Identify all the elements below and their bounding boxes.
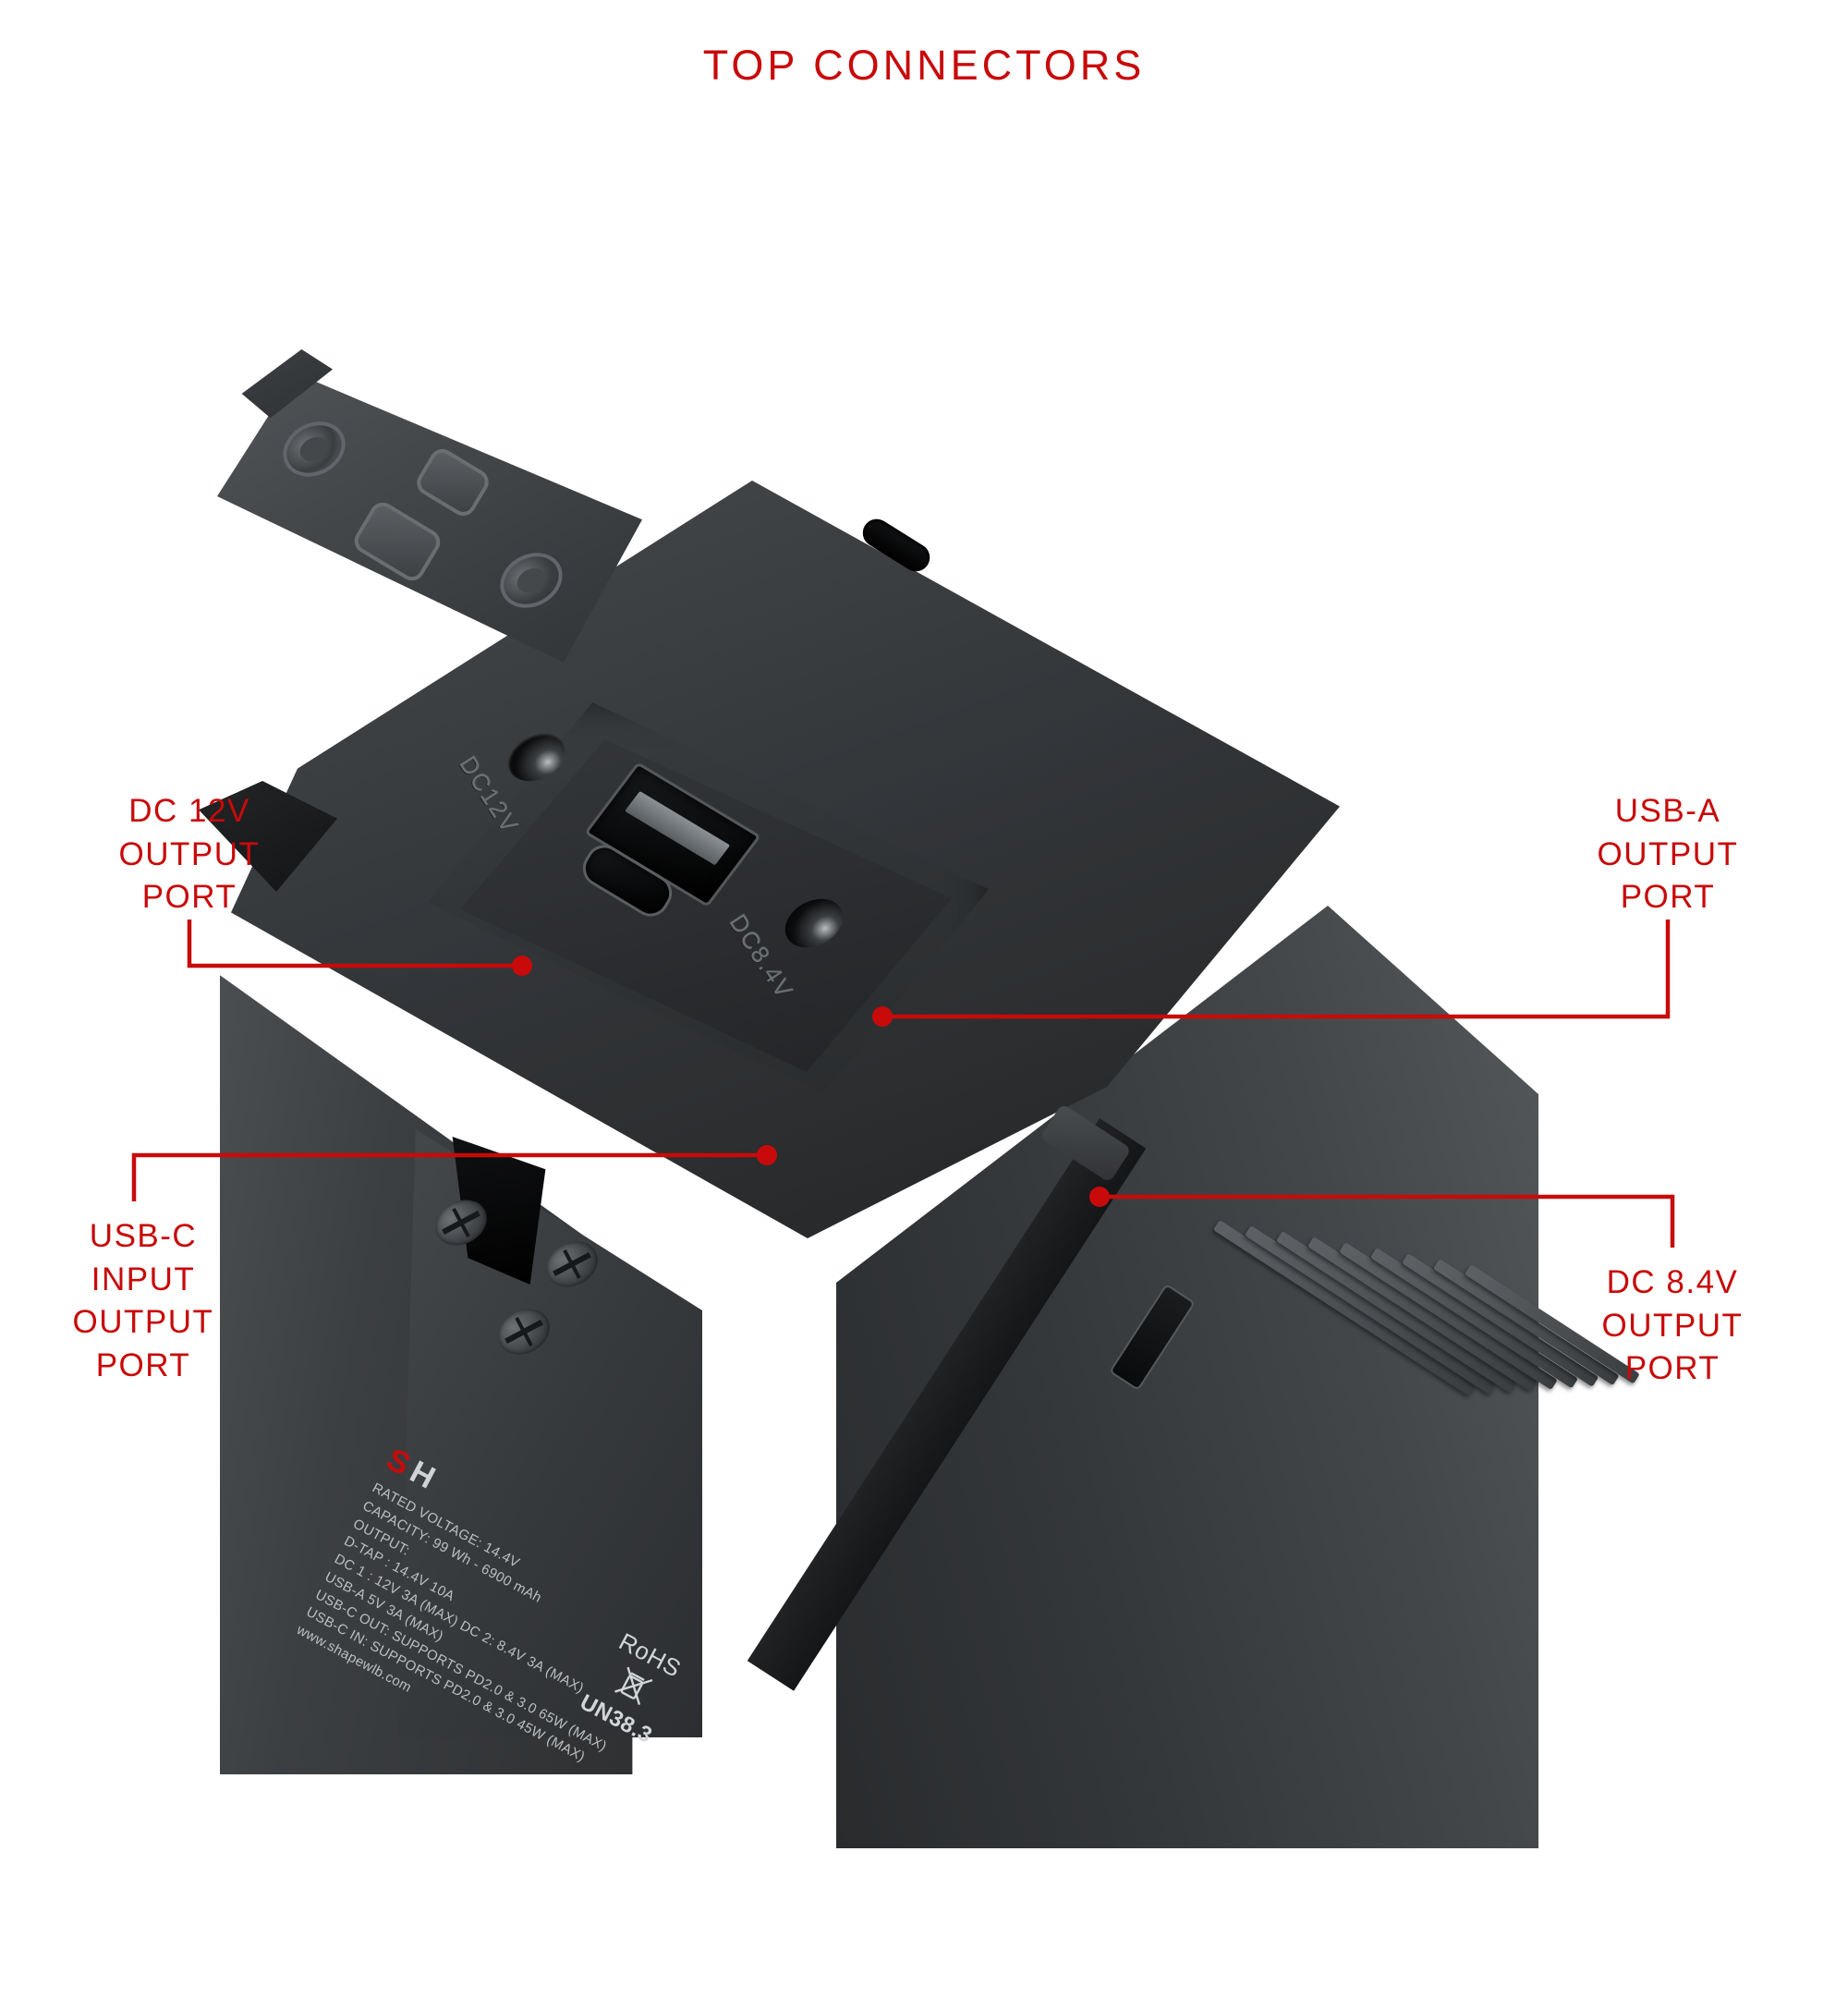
crossed-out-wheelie-bin-icon [614, 1666, 653, 1705]
callout-label-usb-a: USB-A OUTPUT PORT [1597, 793, 1739, 916]
certification-marks: RoHS UN38.3 [544, 1608, 722, 1765]
callout-label-usb-c: USB-C INPUT OUTPUT PORT [72, 1218, 214, 1383]
callout-label-dc-12v: DC 12V OUTPUT PORT [118, 793, 261, 916]
callout-label-dc-8-4v: DC 8.4V OUTPUT PORT [1601, 1264, 1744, 1387]
page-title: TOP CONNECTORS [702, 42, 1146, 89]
